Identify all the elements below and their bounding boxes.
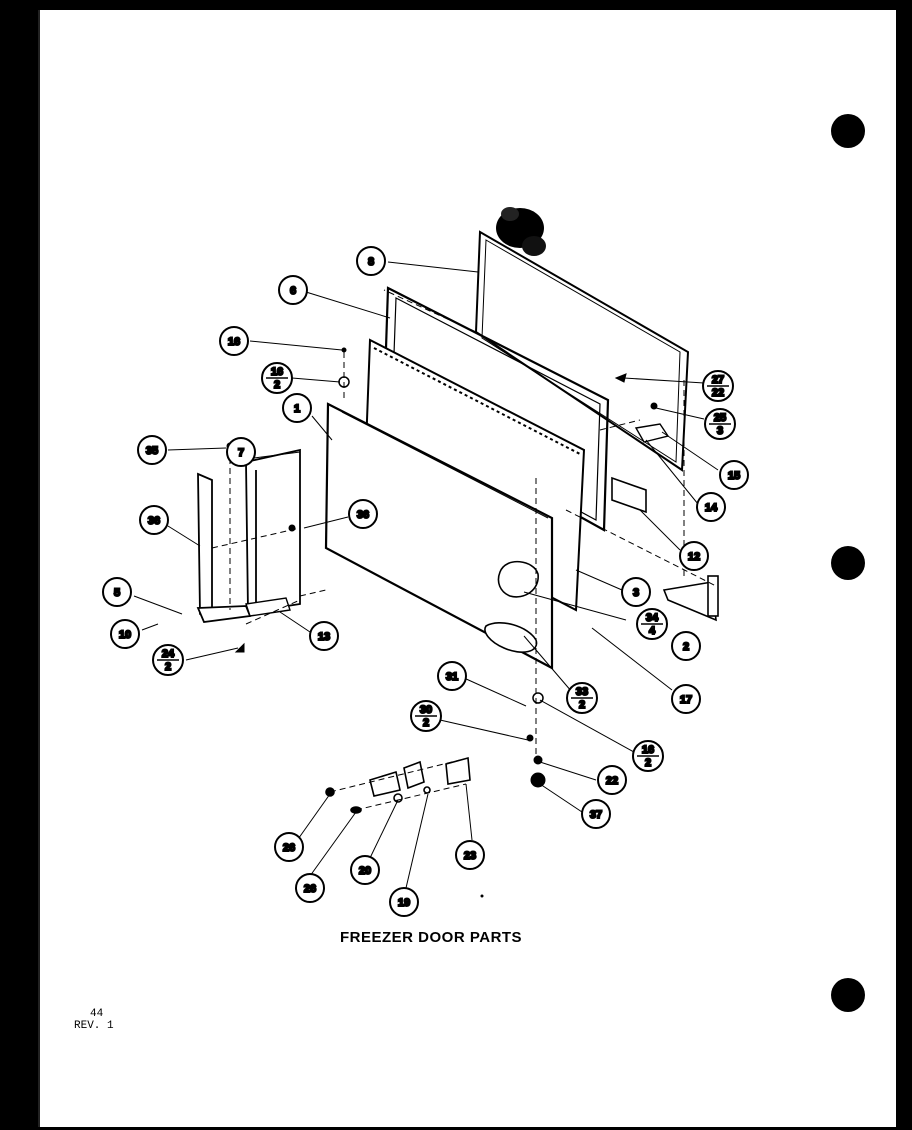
svg-text:3: 3 (717, 425, 723, 437)
stray-dot (480, 894, 484, 898)
part-34-handle-cup (497, 560, 539, 598)
svg-text:25: 25 (714, 412, 726, 424)
callout-16: 16 (219, 326, 249, 356)
svg-text:17: 17 (680, 694, 692, 706)
svg-text:26: 26 (283, 842, 295, 854)
callout-33-over-2: 33 2 (566, 682, 598, 714)
svg-text:24: 24 (162, 648, 175, 660)
revision-label: REV. 1 (74, 1020, 114, 1032)
svg-text:14: 14 (705, 502, 718, 514)
callout-17: 17 (671, 684, 701, 714)
callout-13: 13 (309, 621, 339, 651)
svg-text:4: 4 (649, 625, 656, 637)
svg-text:36: 36 (148, 515, 160, 527)
svg-text:33: 33 (576, 686, 588, 698)
svg-text:1: 1 (294, 403, 300, 415)
callout-20: 20 (350, 855, 380, 885)
callout-10: 10 (110, 619, 140, 649)
diagram-title: FREEZER DOOR PARTS (340, 929, 523, 946)
svg-text:5: 5 (114, 587, 120, 599)
callout-15: 15 (719, 460, 749, 490)
svg-text:30: 30 (420, 704, 432, 716)
callout-25-over-3: 25 3 (704, 408, 736, 440)
callout-6: 6 (278, 275, 308, 305)
callout-14: 14 (696, 492, 726, 522)
svg-text:2: 2 (423, 717, 429, 729)
callout-24-over-2: 24 2 (152, 644, 184, 676)
svg-text:22: 22 (606, 775, 618, 787)
svg-text:2: 2 (579, 699, 585, 711)
svg-text:26: 26 (304, 883, 316, 895)
callout-1: 1 (282, 393, 312, 423)
svg-text:22: 22 (712, 387, 724, 399)
part-33-handle-cup (484, 622, 538, 653)
callout-31: 31 (437, 661, 467, 691)
svg-text:20: 20 (359, 865, 371, 877)
page-footer: 44 REV. 1 (74, 1008, 114, 1032)
callout-26-lower: 26 (295, 873, 325, 903)
part-13-bracket (245, 597, 291, 617)
callout-8: 8 (356, 246, 386, 276)
part-2-hinge (662, 575, 719, 622)
fraction-callouts: 16 2 24 2 27 22 25 3 34 4 (152, 362, 736, 772)
svg-text:13: 13 (318, 631, 330, 643)
part-36-handle (196, 472, 252, 623)
svg-text:19: 19 (398, 897, 410, 909)
svg-text:16: 16 (271, 366, 283, 378)
callout-36-left: 36 (139, 505, 169, 535)
svg-text:31: 31 (446, 671, 458, 683)
svg-text:3: 3 (633, 587, 639, 599)
svg-text:2: 2 (165, 661, 171, 673)
svg-text:35: 35 (146, 445, 158, 457)
svg-text:16: 16 (642, 744, 654, 756)
svg-text:6: 6 (290, 285, 296, 297)
callout-35: 35 (137, 435, 167, 465)
part-12-bracket (611, 476, 647, 514)
callout-3: 3 (621, 577, 651, 607)
punch-hole-top (831, 114, 865, 148)
callout-5: 5 (102, 577, 132, 607)
callout-34-over-4: 34 4 (636, 608, 668, 640)
punch-hole-bottom (831, 978, 865, 1012)
callout-7: 7 (226, 437, 256, 467)
svg-text:34: 34 (646, 612, 659, 624)
svg-text:7: 7 (238, 447, 244, 459)
callout-12: 12 (679, 541, 709, 571)
callouts: 8 6 16 1 7 35 36 36 5 10 13 15 14 12 3 2… (102, 246, 749, 917)
callout-16-over-2-bottom: 16 2 (632, 740, 664, 772)
part-8-liner-panel (474, 230, 690, 472)
leader-lines (133, 261, 719, 889)
punch-hole-middle (831, 546, 865, 580)
ink-smudge (496, 207, 546, 256)
svg-text:15: 15 (728, 470, 740, 482)
assembly-lines (211, 289, 717, 811)
callout-27-over-22: 27 22 (702, 370, 734, 402)
svg-text:16: 16 (228, 336, 240, 348)
callout-22: 22 (597, 765, 627, 795)
svg-text:23: 23 (464, 850, 476, 862)
callout-37: 37 (581, 799, 611, 829)
svg-text:8: 8 (368, 256, 374, 268)
callout-19: 19 (389, 887, 419, 917)
callout-2: 2 (671, 631, 701, 661)
svg-text:2: 2 (645, 757, 651, 769)
page-number: 44 (90, 1008, 104, 1020)
svg-text:37: 37 (590, 809, 602, 821)
callout-30-over-2: 30 2 (410, 700, 442, 732)
svg-text:36: 36 (357, 509, 369, 521)
svg-text:27: 27 (712, 374, 724, 386)
callout-26-upper: 26 (274, 832, 304, 862)
lower-hinge-assembly (325, 756, 471, 814)
callout-36-right: 36 (348, 499, 378, 529)
svg-text:2: 2 (274, 379, 280, 391)
svg-text:12: 12 (688, 551, 700, 563)
callout-16-over-2-top: 16 2 (261, 362, 293, 394)
svg-text:2: 2 (683, 641, 689, 653)
callout-23: 23 (455, 840, 485, 870)
svg-text:10: 10 (119, 629, 131, 641)
